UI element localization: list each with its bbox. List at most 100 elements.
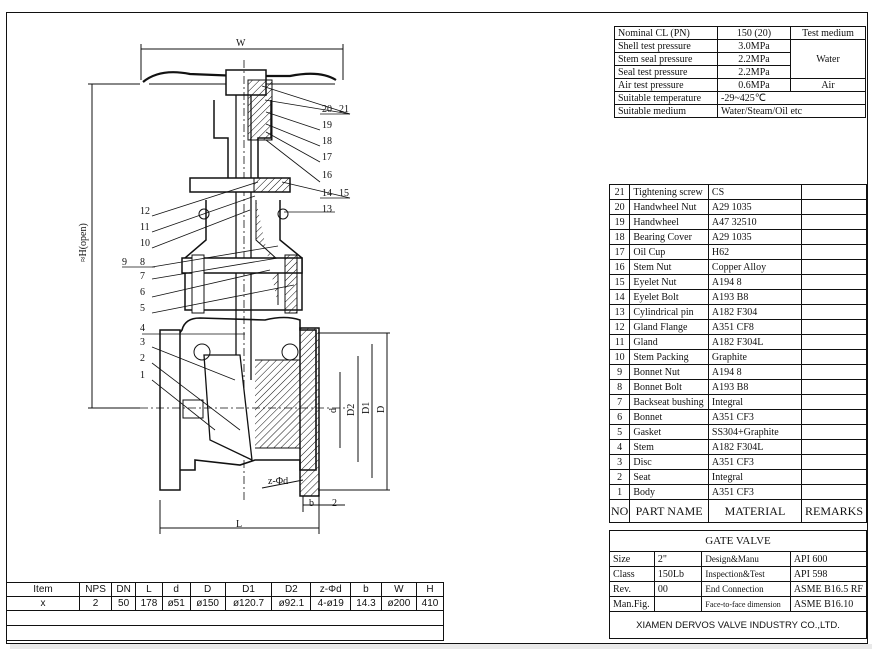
- callout-1: 1: [140, 370, 145, 381]
- part-material: A194 8: [707, 364, 802, 380]
- part-name: Stem Packing: [629, 349, 709, 365]
- part-remarks: [800, 229, 868, 245]
- spec-medium-water: Water: [790, 39, 866, 79]
- eyelet-bolt-left: [198, 208, 210, 220]
- part-no: 8: [608, 379, 631, 395]
- callout-2: 2: [140, 353, 145, 364]
- part-no: 9: [608, 364, 631, 380]
- dims-value-cell: 4-ø19: [310, 596, 352, 611]
- dims-value-cell: 50: [111, 596, 136, 611]
- part-material: A351 CF3: [707, 409, 802, 425]
- spec-medium-label: Suitable medium: [614, 104, 718, 118]
- dims-header-cell: D: [189, 582, 226, 597]
- part-remarks: [800, 424, 868, 440]
- part-material: A193 B8: [707, 379, 802, 395]
- part-name: Cylindrical pin: [629, 304, 709, 320]
- spec-label: Stem seal pressure: [614, 52, 718, 66]
- dims-value-cell: 178: [135, 596, 163, 611]
- label-d2: D2: [346, 404, 357, 416]
- part-name: Eyelet Bolt: [629, 289, 709, 305]
- part-name: Bonnet: [629, 409, 709, 425]
- part-material: SS304+Graphite: [707, 424, 802, 440]
- spec-label: Shell test pressure: [614, 39, 718, 53]
- part-name: Oil Cup: [629, 244, 709, 260]
- part-name: Body: [629, 484, 709, 500]
- callout-4: 4: [140, 323, 145, 334]
- dims-header-cell: b: [350, 582, 382, 597]
- part-remarks: [800, 304, 868, 320]
- spec-medium-air: Air: [790, 78, 866, 92]
- rev-value: 00: [653, 581, 703, 597]
- part-remarks: [800, 394, 868, 410]
- dims-empty-row: [6, 625, 444, 641]
- callout-7: 7: [140, 271, 145, 282]
- dims-value-cell: 410: [416, 596, 444, 611]
- part-material: A351 CF3: [707, 484, 802, 500]
- part-remarks: [800, 334, 868, 350]
- part-no: 21: [608, 184, 631, 200]
- part-material: A194 8: [707, 274, 802, 290]
- title-row: Size 2" Design&Manu API 600: [609, 551, 868, 567]
- spec-row: Seal test pressure 2.2MPa: [614, 65, 866, 79]
- dims-value-cell: 14.3: [350, 596, 382, 611]
- part-material: Graphite: [707, 349, 802, 365]
- dims-value-cell: ø150: [189, 596, 226, 611]
- part-remarks: [800, 364, 868, 380]
- callout-10: 10: [140, 238, 150, 249]
- callout-11: 11: [140, 222, 150, 233]
- size-label: Size: [609, 551, 655, 567]
- end-connection-value: ASME B16.5 RF: [789, 581, 868, 597]
- part-remarks: [800, 484, 868, 500]
- label-big-d: D: [376, 406, 387, 413]
- header-part-name: PART NAME: [629, 499, 709, 523]
- dims-empty-row: [6, 610, 444, 626]
- part-no: 12: [608, 319, 631, 335]
- dims-header-cell: D1: [224, 582, 273, 597]
- part-material: H62: [707, 244, 802, 260]
- part-remarks: [800, 214, 868, 230]
- part-remarks: [800, 244, 868, 260]
- spec-temperature-label: Suitable temperature: [614, 91, 718, 105]
- rev-label: Rev.: [609, 581, 655, 597]
- title-row: Rev. 00 End Connection ASME B16.5 RF: [609, 581, 868, 597]
- label-d1: D1: [361, 402, 372, 414]
- header-material: MATERIAL: [707, 499, 802, 523]
- part-remarks: [800, 349, 868, 365]
- callout-18: 18: [322, 136, 332, 147]
- callout-3: 3: [140, 337, 145, 348]
- callout-14: 14: [322, 188, 332, 199]
- spec-medium-header: Test medium: [790, 26, 866, 40]
- class-value: 150Lb: [653, 566, 703, 582]
- callout-13: 13: [322, 204, 332, 215]
- part-remarks: [800, 274, 868, 290]
- spec-value: 150 (20): [717, 26, 791, 40]
- spec-medium-value: Water/Steam/Oil etc: [717, 104, 866, 118]
- yoke-left: [213, 100, 229, 180]
- part-material: A29 1035: [707, 199, 802, 215]
- part-no: 7: [608, 394, 631, 410]
- part-remarks: [800, 379, 868, 395]
- part-name: Tightening screw: [629, 184, 709, 200]
- part-material: Integral: [707, 394, 802, 410]
- part-remarks: [800, 199, 868, 215]
- eyelet-bolt-right: [277, 208, 289, 220]
- part-material: A182 F304: [707, 304, 802, 320]
- spec-value: 2.2MPa: [717, 65, 791, 79]
- size-value: 2": [653, 551, 703, 567]
- part-name: Backseat bushing: [629, 394, 709, 410]
- part-name: Gland Flange: [629, 319, 709, 335]
- spec-row: Suitable temperature -29~425℃: [614, 91, 866, 105]
- title-row: XIAMEN DERVOS VALVE INDUSTRY CO.,LTD.: [609, 611, 867, 639]
- drawing-title: GATE VALVE: [609, 530, 867, 552]
- label-d: d: [328, 408, 339, 413]
- label-b: b: [309, 498, 314, 509]
